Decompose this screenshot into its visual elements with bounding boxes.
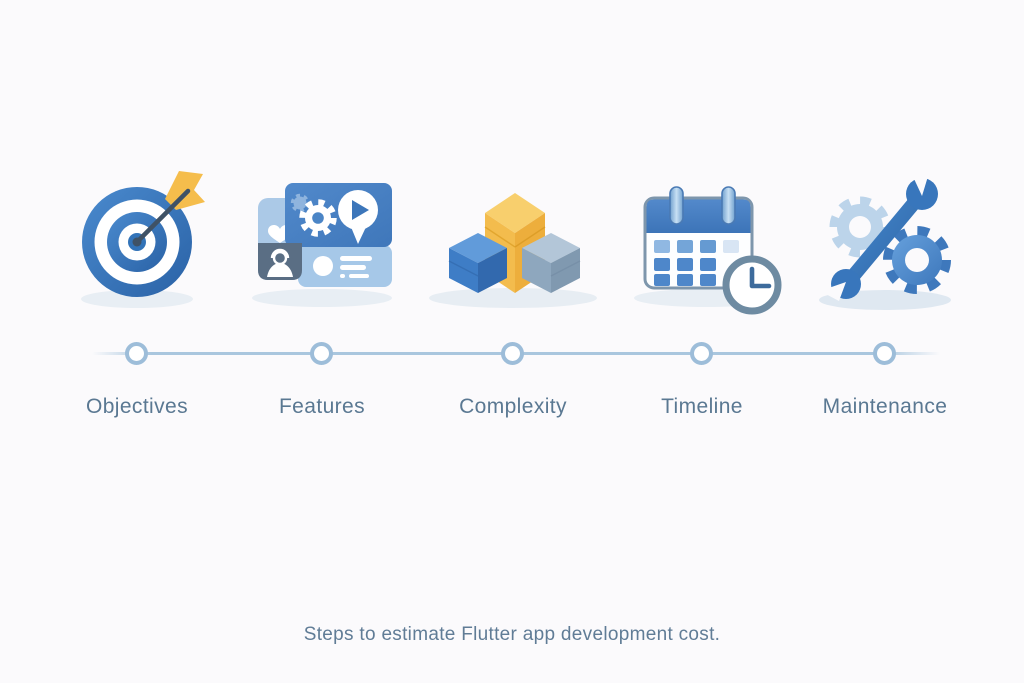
timeline-dot-timeline [690, 342, 713, 365]
step-features: Features [230, 165, 414, 425]
step-label-features: Features [278, 395, 366, 418]
step-label-complexity: Complexity [459, 395, 567, 418]
timeline-dot-maintenance [873, 342, 896, 365]
step-label-timeline: Timeline [661, 395, 743, 418]
step-maintenance: Maintenance [793, 165, 977, 425]
timeline-dot-features [310, 342, 333, 365]
step-label-objectives: Objectives [85, 395, 189, 418]
target-icon [81, 171, 205, 308]
wrench-gears-icon [819, 168, 951, 310]
calendar-clock-icon [634, 186, 782, 315]
app-features-icon [252, 183, 392, 307]
caption-text: Steps to estimate Flutter app developmen… [303, 624, 721, 645]
step-label-maintenance: Maintenance [822, 395, 948, 418]
step-timeline: Timeline [610, 165, 794, 425]
timeline-dot-complexity [501, 342, 524, 365]
timeline-dot-objectives [125, 342, 148, 365]
cubes-icon [429, 193, 597, 308]
step-objectives: Objectives [45, 165, 229, 425]
step-complexity: Complexity [421, 165, 605, 425]
